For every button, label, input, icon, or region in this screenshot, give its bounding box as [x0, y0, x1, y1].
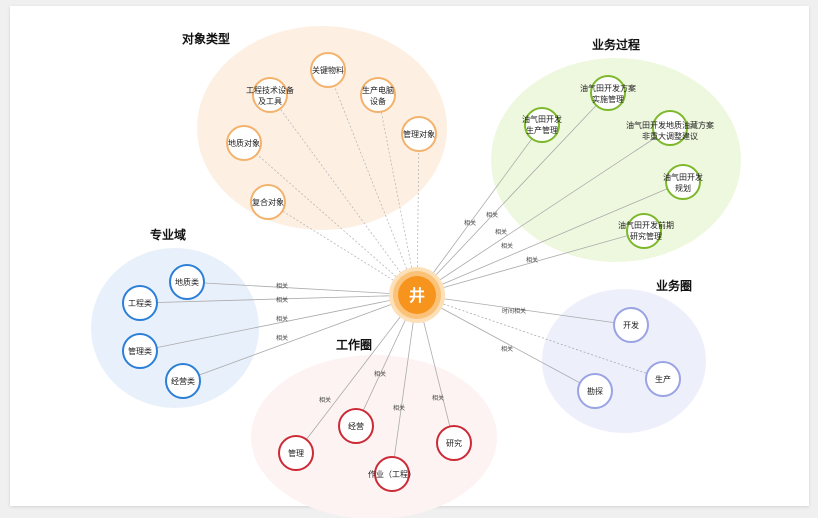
edge-wc-management: [295, 294, 418, 454]
node-bc-exploration[interactable]: 勘探: [577, 373, 613, 409]
node-label: 实施管理: [592, 94, 624, 104]
edge-engineering-equipment: [269, 94, 418, 296]
node-bc-development[interactable]: 开发: [613, 307, 649, 343]
node-bp-implementation[interactable]: 油气田开发方案 实施管理: [580, 75, 636, 111]
edge-wc-work: [391, 294, 418, 475]
relation-label: 相关: [501, 242, 513, 250]
group-title-business-circle: 业务圈: [656, 278, 692, 293]
node-label: 作业（工程）: [368, 469, 416, 479]
relation-label: 相关: [319, 396, 331, 404]
node-label: 生产: [655, 374, 671, 384]
edge-bp-research: [416, 230, 645, 296]
node-label: 开发: [623, 320, 639, 330]
node-production-computer[interactable]: 生产电脑 设备: [360, 77, 396, 113]
node-label: 管理: [288, 448, 304, 458]
edge-composite-object: [267, 201, 418, 296]
group-title-professional-domain: 专业域: [150, 227, 186, 242]
node-bp-production[interactable]: 油气田开发 生产管理: [522, 107, 562, 143]
relation-label: 相关: [276, 296, 288, 304]
node-label: 研究管理: [630, 231, 662, 241]
node-label: 经营: [348, 421, 364, 431]
edge-bp-adjustment: [416, 127, 671, 296]
center-node-well[interactable]: 井: [389, 267, 445, 323]
edge-pd-engineering: [139, 294, 418, 304]
node-bp-adjustment[interactable]: 油气田开发地质油藏方案 非重大调整建议: [626, 110, 714, 146]
node-bp-planning[interactable]: 油气田开发 规划: [663, 164, 703, 200]
group-title-work-circle: 工作圈: [336, 337, 372, 352]
node-label: 生产电脑: [362, 85, 394, 95]
node-label: 工程技术设备: [246, 85, 294, 95]
center-label: 井: [409, 286, 425, 305]
node-label: 研究: [446, 438, 462, 448]
node-label: 地质对象: [228, 138, 260, 148]
edge-management-object: [416, 133, 420, 296]
node-key-materials[interactable]: 关键物料: [310, 52, 346, 88]
node-label: 经营类: [171, 376, 195, 386]
relation-label: 相关: [432, 394, 444, 402]
group-title-object-types: 对象类型: [182, 31, 230, 46]
edge-bc-development: [416, 294, 632, 326]
node-wc-work[interactable]: 作业（工程）: [368, 456, 416, 492]
node-pd-geology[interactable]: 地质类: [169, 264, 205, 300]
node-label: 管理对象: [403, 129, 435, 139]
relation-label: 相关: [486, 211, 498, 219]
node-management-object[interactable]: 管理对象: [401, 116, 437, 152]
edge-key-materials: [327, 69, 418, 296]
node-label: 地质类: [175, 277, 199, 287]
node-composite-object[interactable]: 复合对象: [250, 184, 286, 220]
edge-bp-implementation: [416, 92, 609, 296]
relation-label: 相关: [393, 404, 405, 412]
node-wc-management[interactable]: 管理: [278, 435, 314, 471]
relation-label: 相关: [374, 370, 386, 378]
node-label: 设备: [370, 96, 386, 106]
edge-pd-geology: [186, 281, 418, 296]
node-label: 管理类: [128, 346, 152, 356]
edge-bc-production: [416, 294, 664, 380]
relation-label: 时间相关: [502, 307, 526, 315]
edge-production-computer: [377, 94, 418, 296]
node-label: 油气田开发: [663, 172, 703, 182]
relation-label: 相关: [464, 219, 476, 227]
edge-pd-business: [182, 294, 418, 382]
node-label: 油气田开发地质油藏方案: [626, 120, 714, 130]
edge-bc-exploration: [416, 294, 596, 392]
node-label: 工程类: [128, 298, 152, 308]
node-label: 规划: [675, 183, 691, 193]
node-pd-management[interactable]: 管理类: [122, 333, 158, 369]
node-geology-object[interactable]: 地质对象: [226, 125, 262, 161]
node-wc-research[interactable]: 研究: [436, 425, 472, 461]
business-process-area: [491, 58, 741, 262]
node-pd-engineering[interactable]: 工程类: [122, 285, 158, 321]
node-bp-research[interactable]: 油气田开发前期 研究管理: [618, 213, 674, 249]
node-label: 勘探: [587, 386, 603, 396]
edge-bp-planning: [416, 181, 684, 296]
edge-pd-management: [139, 294, 418, 352]
node-engineering-equipment[interactable]: 工程技术设备 及工具: [246, 77, 294, 113]
relation-label: 相关: [276, 334, 288, 342]
node-label: 油气田开发: [522, 114, 562, 124]
relation-label: 相关: [526, 256, 538, 264]
node-pd-business[interactable]: 经营类: [165, 363, 201, 399]
node-label: 关键物料: [312, 65, 344, 75]
edge-bp-production: [416, 124, 543, 296]
relation-label: 相关: [501, 345, 513, 353]
node-label: 及工具: [258, 97, 282, 106]
node-label: 油气田开发前期: [618, 220, 674, 230]
relation-label: 相关: [276, 315, 288, 323]
group-title-business-process: 业务过程: [592, 37, 640, 52]
center-core: [398, 276, 436, 314]
work-circle-area: [251, 355, 497, 518]
relation-label: 相关: [495, 228, 507, 236]
node-label: 生产管理: [526, 125, 558, 135]
relation-label: 相关: [276, 282, 288, 290]
node-label: 油气田开发方案: [580, 83, 636, 93]
node-bc-production[interactable]: 生产: [645, 361, 681, 397]
node-label: 复合对象: [252, 197, 284, 207]
node-label: 非重大调整建议: [642, 131, 698, 141]
node-wc-operation[interactable]: 经营: [338, 408, 374, 444]
edges: [139, 69, 684, 475]
object-types-area: [197, 26, 447, 230]
